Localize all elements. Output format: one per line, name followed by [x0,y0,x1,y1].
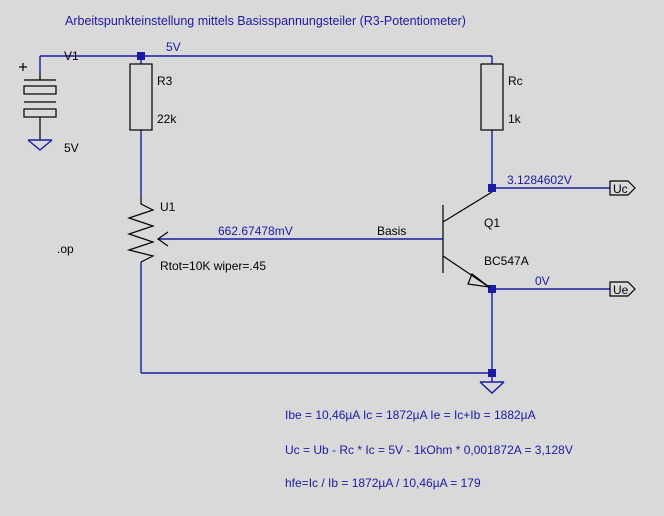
ground-icon [27,139,53,151]
wires [39,55,610,382]
battery-symbol[interactable] [19,63,57,140]
port-ue[interactable]: Ue [609,281,636,297]
note-line-1: Ibe = 10,46µA Ic = 1872µA Ie = Ic+Ib = 1… [285,408,536,422]
ground-icon [479,381,505,394]
resistor-r3[interactable] [129,63,153,131]
rc-ref-label: Rc [508,74,523,88]
base-net-label: Basis [377,224,406,238]
emitter-voltage-label: 0V [535,274,550,288]
note-line-3: hfe=Ic / Ib = 1872µA / 10,46µA = 179 [285,476,481,490]
resistor-rc[interactable] [480,63,504,131]
pot-ref-label: U1 [160,200,176,214]
schematic-title: Arbeitspunkteinstellung mittels Basisspa… [65,14,466,28]
rc-value-label: 1k [508,112,522,126]
base-voltage-label: 662.67478mV [218,224,293,238]
transistor-q1[interactable] [442,191,493,288]
spice-directive[interactable]: .op [57,242,74,256]
r3-value-label: 22k [157,112,177,126]
junctions [137,52,496,377]
r3-ref-label: R3 [157,74,173,88]
source-ref-label: V1 [64,49,79,63]
potentiometer-u1[interactable] [126,198,169,263]
svg-text:Uc: Uc [613,182,628,196]
transistor-ref-label: Q1 [484,216,500,230]
net-label-5v: 5V [166,40,181,54]
svg-text:Ue: Ue [613,283,629,297]
source-value-label: 5V [64,141,79,155]
collector-voltage-label: 3.1284602V [507,173,572,187]
port-uc[interactable]: Uc [609,180,636,196]
pot-params-label: Rtot=10K wiper=.45 [160,259,266,273]
transistor-model-label: BC547A [484,254,529,268]
note-line-2: Uc = Ub - Rc * Ic = 5V - 1kOhm * 0,00187… [285,443,573,457]
